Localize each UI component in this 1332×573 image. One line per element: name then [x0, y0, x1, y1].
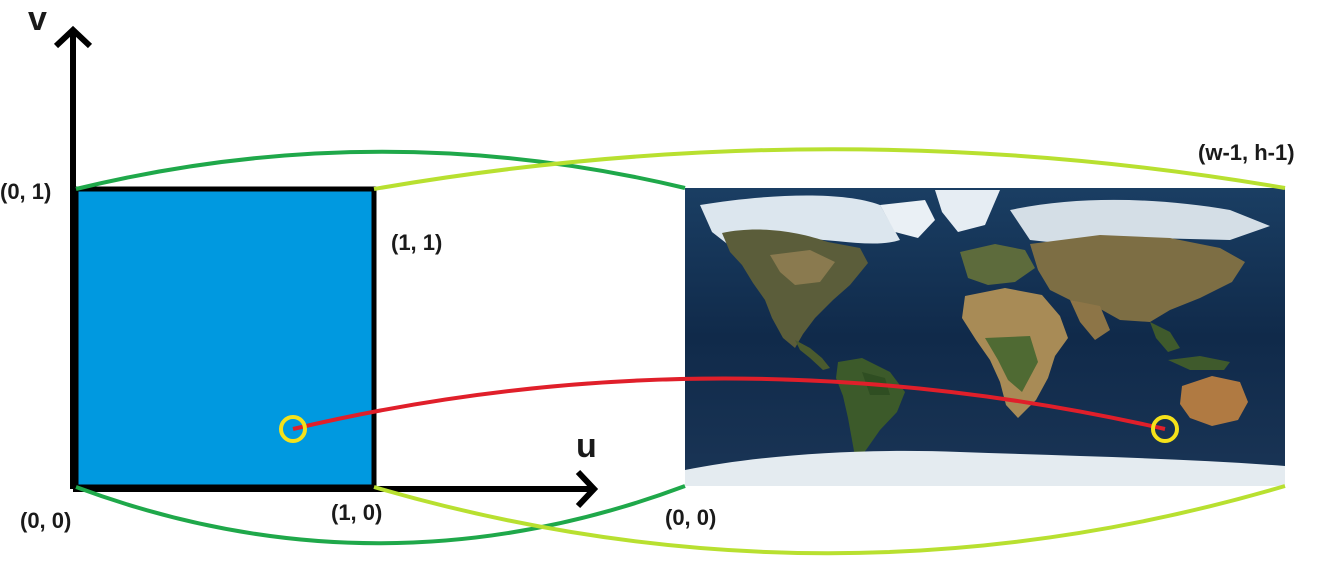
mapping-curve-top-dark: [75, 149, 686, 191]
uv-sample-marker: [279, 415, 307, 443]
v-axis: [53, 25, 93, 489]
texture-sample-marker: [1151, 415, 1179, 443]
sample-link-curve: [292, 376, 1166, 431]
mapping-curve-bottom-dark: [75, 484, 686, 546]
uv-corner-bottom-right-label: (1, 0): [331, 500, 382, 525]
mapping-curve-bottom-light: [373, 484, 1286, 556]
uv-corner-bottom-left-label: (0, 0): [20, 508, 71, 533]
u-axis: [73, 469, 599, 509]
uv-square: [73, 186, 377, 490]
uv-corner-top-left-label: (0, 1): [0, 179, 51, 204]
v-axis-label: v: [28, 0, 47, 38]
world-map-icon: [685, 188, 1285, 486]
texture-corner-top-right-label: (w-1, h-1): [1198, 140, 1295, 165]
mapping-curve-top-light: [373, 147, 1286, 191]
texture-corner-bottom-left-label: (0, 0): [665, 505, 716, 530]
uv-corner-top-right-label: (1, 1): [391, 230, 442, 255]
u-axis-label: u: [576, 427, 597, 465]
